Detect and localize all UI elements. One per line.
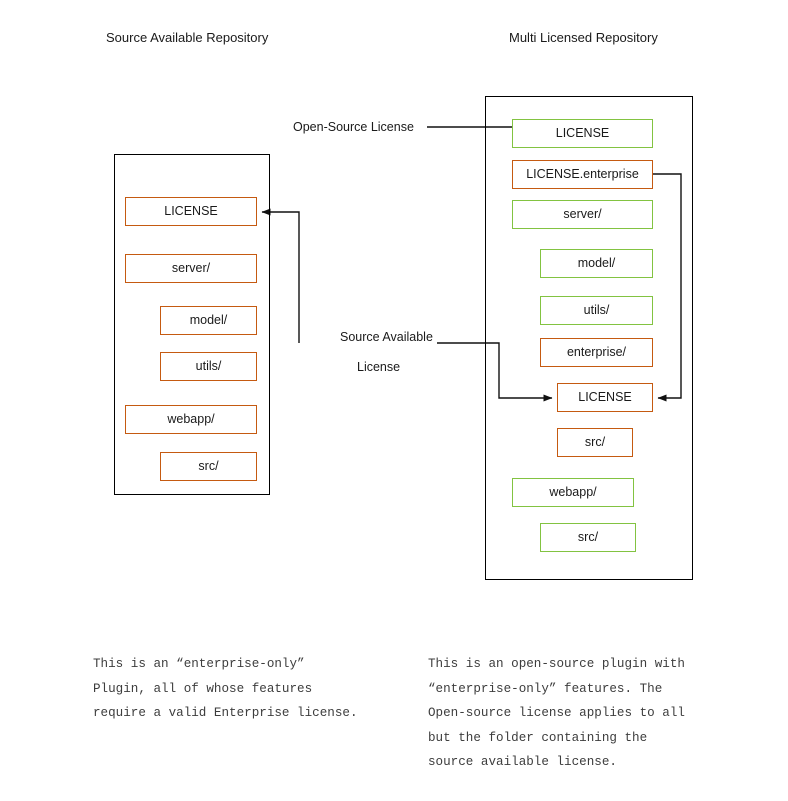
repo-container-source-available — [114, 154, 270, 495]
repo-container-multi-licensed — [485, 96, 693, 580]
connector-source-available-left — [261, 208, 300, 343]
panel-title-source-available: Source Available Repository — [106, 30, 269, 45]
file-box-source-available-repository-server[interactable]: server/ — [125, 254, 257, 283]
connector-enterprise-license-link — [653, 173, 682, 402]
connector-label-source-available-line2: License — [357, 360, 401, 374]
file-box-multi-licensed-repository-enterprise[interactable]: enterprise/ — [540, 338, 653, 367]
file-box-source-available-repository-utils[interactable]: utils/ — [160, 352, 257, 381]
file-box-multi-licensed-repository-utils[interactable]: utils/ — [540, 296, 653, 325]
file-box-multi-licensed-repository-webapp[interactable]: webapp/ — [512, 478, 634, 507]
file-box-multi-licensed-repository-src-enterprise[interactable]: src/ — [557, 428, 633, 457]
connector-label-source-available-line1: Source Available — [340, 330, 433, 344]
connector-label-open-source-license: Open-Source License — [293, 120, 414, 134]
caption-multi-licensed: This is an open-source plugin with “ente… — [428, 657, 685, 769]
file-box-source-available-repository-src[interactable]: src/ — [160, 452, 257, 481]
file-box-multi-licensed-repository-license[interactable]: LICENSE — [512, 119, 653, 148]
file-box-multi-licensed-repository-license-enterprise-folder[interactable]: LICENSE — [557, 383, 653, 412]
connector-source-available-right — [437, 342, 553, 402]
file-box-source-available-repository-LICENSE[interactable]: LICENSE — [125, 197, 257, 226]
caption-source-available: This is an “enterprise-only” Plugin, all… — [93, 657, 358, 720]
file-box-multi-licensed-repository-src-webapp[interactable]: src/ — [540, 523, 636, 552]
file-box-multi-licensed-repository-model[interactable]: model/ — [540, 249, 653, 278]
file-box-source-available-repository-model[interactable]: model/ — [160, 306, 257, 335]
file-box-source-available-repository-webapp[interactable]: webapp/ — [125, 405, 257, 434]
panel-title-multi-licensed: Multi Licensed Repository — [509, 30, 658, 45]
file-box-multi-licensed-repository-license-enterprise[interactable]: LICENSE.enterprise — [512, 160, 653, 189]
file-box-multi-licensed-repository-server[interactable]: server/ — [512, 200, 653, 229]
